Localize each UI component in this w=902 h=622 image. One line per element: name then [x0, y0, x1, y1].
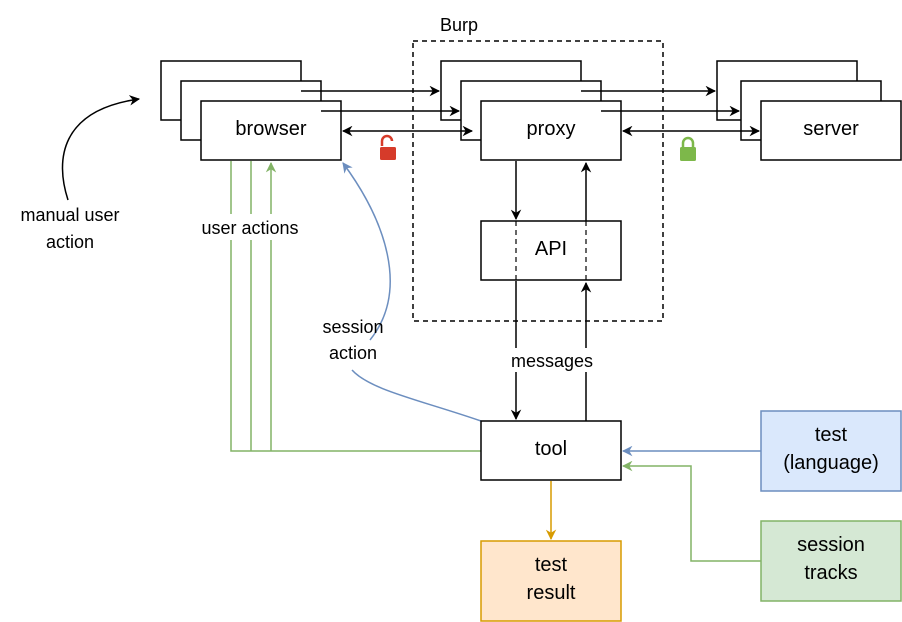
- proxy-label: proxy: [527, 118, 576, 140]
- manual-user-action-line2: action: [46, 232, 94, 252]
- locked-padlock-icon: [680, 136, 696, 161]
- browser-stack: browser: [160, 60, 342, 161]
- arrow-session-action: [343, 163, 482, 422]
- user-actions-label: user actions: [201, 218, 298, 238]
- user-actions-lines: [230, 161, 481, 452]
- server-box[interactable]: [760, 100, 902, 161]
- session-tracks-line1: session: [797, 534, 865, 556]
- test-result-line1: test: [535, 554, 568, 576]
- test-language-line1: test: [815, 424, 848, 446]
- session-tracks-line2: tracks: [804, 562, 857, 584]
- proxy-stack: proxy: [440, 60, 622, 161]
- test-language-box[interactable]: [760, 410, 902, 492]
- arrow-manual-user-action: [61, 95, 141, 201]
- arrow-tracks-to-tool: [621, 460, 761, 562]
- proxy-box[interactable]: [480, 100, 622, 161]
- session-action-line2: action: [329, 343, 377, 363]
- burp-label: Burp: [440, 15, 478, 35]
- unlocked-padlock-icon: [380, 134, 396, 160]
- server-stack: server: [716, 60, 902, 161]
- test-result-line2: result: [527, 582, 576, 604]
- session-action-line1: session: [322, 317, 383, 337]
- messages-label: messages: [511, 351, 593, 371]
- tool-box[interactable]: [480, 420, 622, 481]
- server-label: server: [803, 118, 859, 140]
- test-result-box[interactable]: [480, 540, 622, 622]
- manual-user-action-line1: manual user: [20, 205, 119, 225]
- browser-label: browser: [235, 118, 306, 140]
- test-language-line2: (language): [783, 452, 879, 474]
- api-label: API: [535, 238, 567, 260]
- burp-group: [412, 40, 664, 322]
- tool-label: tool: [535, 438, 567, 460]
- session-tracks-box[interactable]: [760, 520, 902, 602]
- browser-box[interactable]: [200, 100, 342, 161]
- api-box[interactable]: [480, 220, 622, 281]
